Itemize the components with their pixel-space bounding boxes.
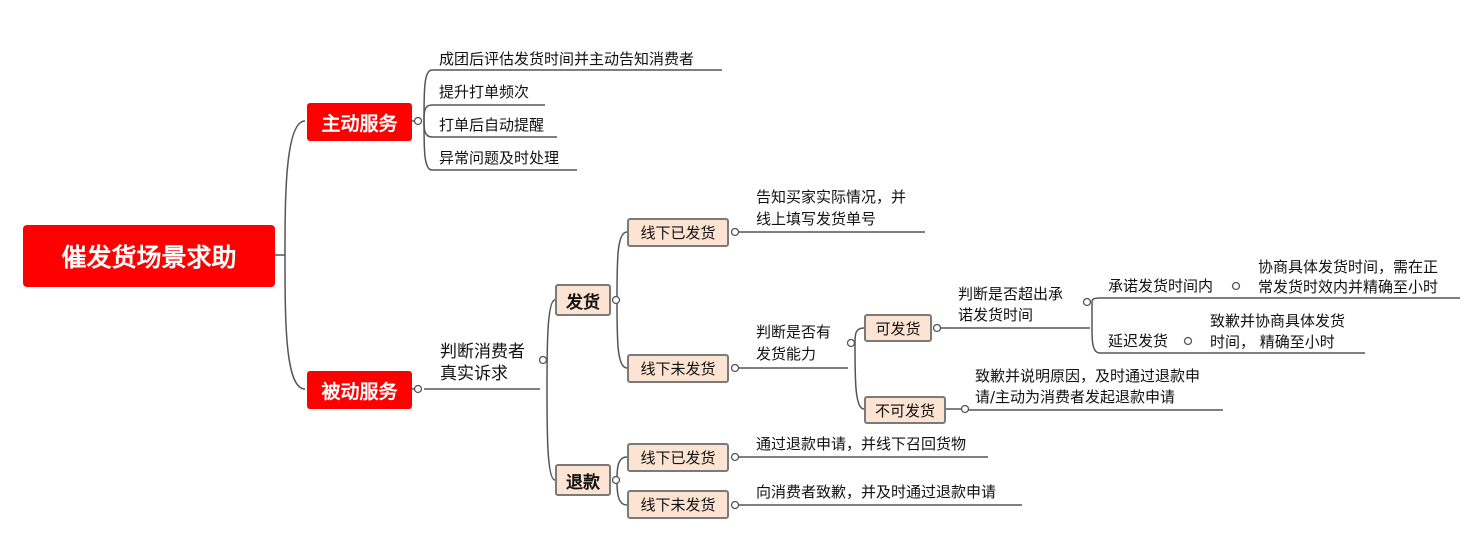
delay-ship-label[interactable]: 延迟发货	[1108, 332, 1169, 350]
within-promise-note-1[interactable]: 协商具体发货时间，需在正	[1258, 258, 1439, 276]
active-item-4[interactable]: 异常问题及时处理	[439, 149, 560, 167]
cannot-ship-node[interactable]: 不可发货	[864, 396, 946, 424]
passive-service-node[interactable]: 被动服务	[307, 371, 412, 409]
within-promise-note-2[interactable]: 常发货时效内并精确至小时	[1258, 278, 1439, 296]
capability-judge-line-2[interactable]: 发货能力	[756, 345, 817, 363]
ship-offline-unshipped-node[interactable]: 线下未发货	[627, 354, 729, 383]
ship-offline-shipped-note-1[interactable]: 告知买家实际情况，并	[756, 188, 907, 206]
ship-offline-shipped-node[interactable]: 线下已发货	[627, 218, 729, 247]
cannot-ship-note-1[interactable]: 致歉并说明原因，及时通过退款申	[975, 367, 1201, 385]
refund-offline-shipped-node[interactable]: 线下已发货	[627, 443, 729, 472]
delay-ship-note-1[interactable]: 致歉并协商具体发货	[1210, 312, 1346, 330]
refund-offline-shipped-note[interactable]: 通过退款申请，并线下召回货物	[756, 435, 967, 453]
timeout-judge-line-1[interactable]: 判断是否超出承	[958, 285, 1064, 303]
root-node[interactable]: 催发货场景求助	[23, 225, 275, 287]
ship-offline-shipped-note-2[interactable]: 线上填写发货单号	[756, 210, 877, 228]
capability-judge-line-1[interactable]: 判断是否有	[756, 323, 832, 341]
passive-judge-line-1[interactable]: 判断消费者	[440, 342, 525, 362]
active-item-1[interactable]: 成团后评估发货时间并主动告知消费者	[439, 50, 695, 68]
can-ship-node[interactable]: 可发货	[864, 314, 932, 342]
active-item-2[interactable]: 提升打单频次	[439, 83, 530, 101]
refund-offline-unshipped-note[interactable]: 向消费者致歉，并及时通过退款申请	[756, 483, 997, 501]
timeout-judge-line-2[interactable]: 诺发货时间	[958, 306, 1034, 324]
cannot-ship-note-2[interactable]: 请/主动为消费者发起退款申请	[975, 388, 1176, 406]
active-service-node[interactable]: 主动服务	[307, 103, 412, 141]
ship-node[interactable]: 发货	[555, 284, 611, 316]
within-promise-label[interactable]: 承诺发货时间内	[1108, 277, 1214, 295]
passive-judge-line-2[interactable]: 真实诉求	[440, 364, 508, 384]
refund-offline-unshipped-node[interactable]: 线下未发货	[627, 490, 729, 519]
refund-node[interactable]: 退款	[555, 464, 611, 496]
active-item-3[interactable]: 打单后自动提醒	[439, 116, 545, 134]
delay-ship-note-2[interactable]: 时间， 精确至小时	[1210, 333, 1335, 351]
